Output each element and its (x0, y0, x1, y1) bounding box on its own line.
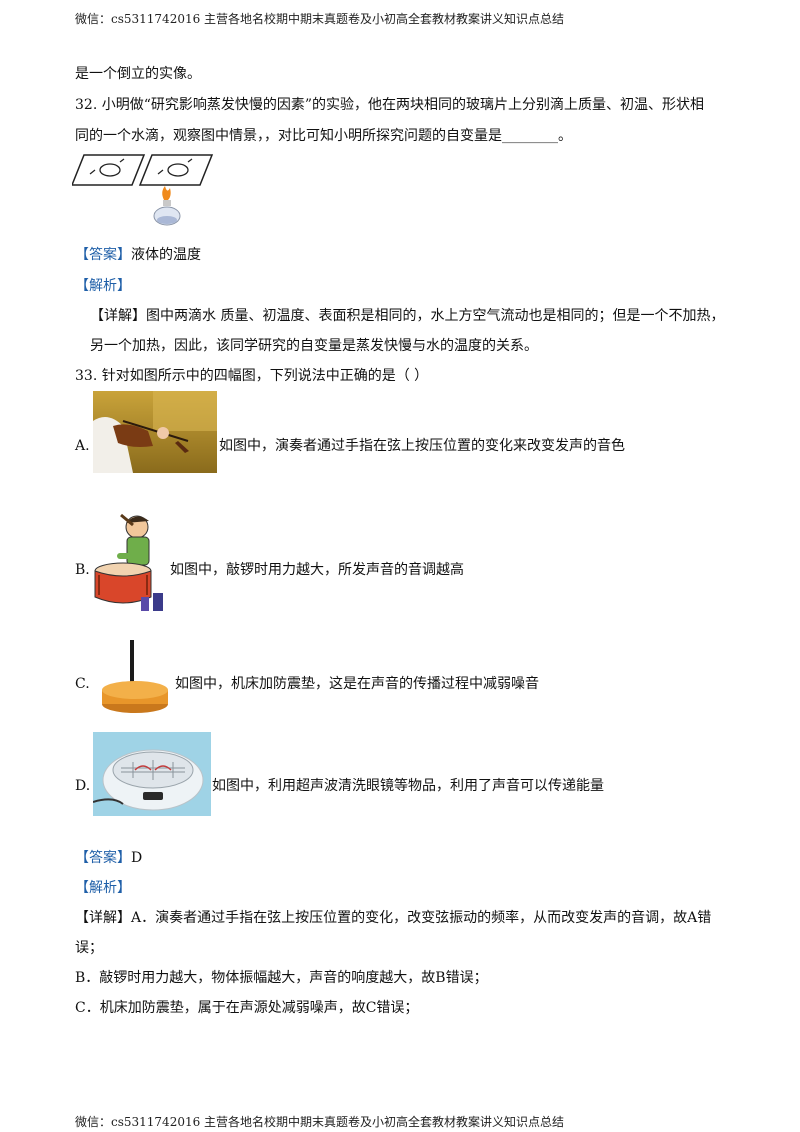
answer-tag: 【答案】 (75, 247, 131, 263)
q33-detail-a-line2: 误； (75, 940, 103, 956)
q33-detail-b: B．敲锣时用力越大，物体振幅越大，声音的响度越大，故B错误； (75, 970, 488, 986)
answer-text: D (131, 850, 143, 866)
left-glass-plate (72, 154, 146, 186)
q33-analysis-tag: 【解析】 (75, 878, 131, 898)
anti-vibration-pad-photo (100, 638, 170, 716)
q33-stem: 33. 针对如图所示中的四幅图，下列说法中正确的是（ ） (75, 368, 429, 384)
answer-text: 液体的温度 (131, 247, 201, 263)
q33-detail-c: C．机床加防震垫，属于在声源处减弱噪声，故C错误； (75, 1000, 419, 1016)
analysis-tag: 【解析】 (75, 278, 131, 294)
right-water-drop (167, 163, 189, 177)
q32-stem-line1: 32. 小明做“研究影响蒸发快慢的因素”的实验，他在两块相同的玻璃片上分别滴上质… (75, 97, 705, 113)
option-a-label: A. (75, 438, 90, 454)
detail-text: 图中两滴水 质量、初温度、表面积是相同的，水上方空气流动也是相同的；但是一个不加… (146, 308, 725, 324)
detail-tag: 【详解】 (75, 910, 131, 926)
right-glass-plate (138, 154, 214, 186)
q32-detail-line1: 【详解】图中两滴水 质量、初温度、表面积是相同的，水上方空气流动也是相同的；但是… (90, 306, 724, 326)
analysis-tag: 【解析】 (75, 880, 131, 896)
answer-tag: 【答案】 (75, 850, 131, 866)
q33-answer: 【答案】D (75, 848, 142, 868)
page-footer: 微信：cs5311742016 主营各地名校期中期末真题卷及小初高全套教材教案讲… (75, 1115, 565, 1129)
q32-stem-line2: 同的一个水滴，观察图中情景，，对比可知小明所探究问题的自变量是________。 (75, 128, 572, 144)
alcohol-lamp (153, 186, 181, 226)
page-header: 微信：cs5311742016 主营各地名校期中期末真题卷及小初高全套教材教案讲… (75, 12, 565, 26)
q33-detail-a-line1: 【详解】A．演奏者通过手指在弦上按压位置的变化，改变弦振动的频率，从而改变发声的… (75, 908, 711, 928)
q32-evaporation-figure (72, 154, 214, 226)
violin-player-photo (93, 391, 217, 473)
q32-answer: 【答案】液体的温度 (75, 245, 201, 265)
option-a-text: 如图中，演奏者通过手指在弦上按压位置的变化来改变发声的音色 (219, 438, 625, 454)
option-b-text: 如图中，敲锣时用力越大，所发声音的音调越高 (170, 562, 464, 578)
option-d-label: D. (75, 778, 91, 794)
q32-analysis-tag: 【解析】 (75, 276, 131, 296)
option-c-label: C. (75, 676, 90, 692)
q32-detail-line2: 另一个加热，因此，该同学研究的自变量是蒸发快慢与水的温度的关系。 (90, 338, 538, 354)
ultrasonic-cleaner-photo (93, 732, 211, 816)
left-water-drop (99, 163, 121, 177)
option-c-text: 如图中，机床加防震垫，这是在声音的传播过程中减弱噪音 (175, 676, 539, 692)
detail-text: A．演奏者通过手指在弦上按压位置的变化，改变弦振动的频率，从而改变发声的音调，故… (131, 910, 712, 926)
prev-answer-tail: 是一个倒立的实像。 (75, 66, 201, 82)
option-d-text: 如图中，利用超声波清洗眼镜等物品，利用了声音可以传递能量 (212, 778, 604, 794)
drum-player-cartoon (93, 505, 167, 613)
detail-tag: 【详解】 (90, 308, 146, 324)
option-b-label: B. (75, 562, 90, 578)
